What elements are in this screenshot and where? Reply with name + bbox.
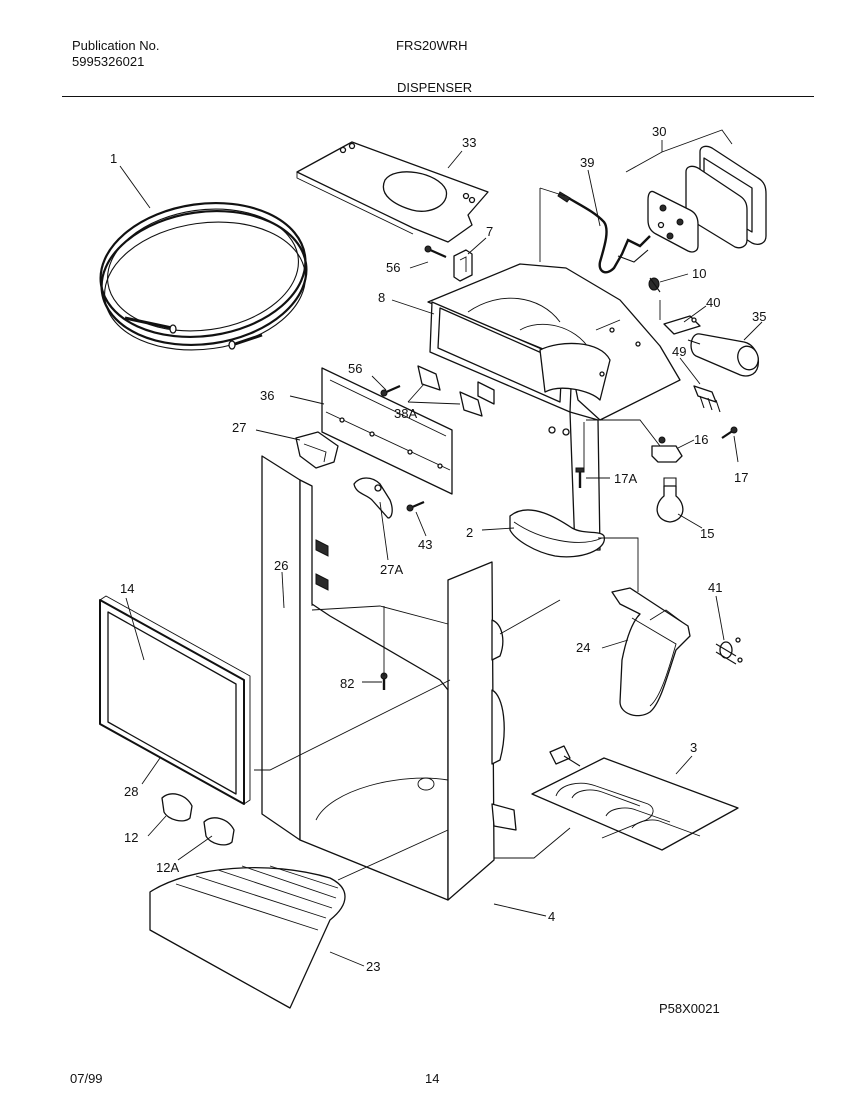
part-lever-27a xyxy=(353,477,393,519)
callout-41: 41 xyxy=(708,580,722,595)
callout-43: 43 xyxy=(418,537,432,552)
callout-12a: 12A xyxy=(156,860,179,875)
part-spring-41 xyxy=(715,637,743,665)
callout-36: 36 xyxy=(260,388,274,403)
callout-3: 3 xyxy=(690,740,697,755)
explosion-lines xyxy=(254,187,661,881)
callout-56-upper: 56 xyxy=(386,260,400,275)
part-solenoid xyxy=(687,333,760,377)
model-number: FRS20WRH xyxy=(396,38,468,53)
callout-1: 1 xyxy=(110,151,117,166)
callout-labels: 1 33 39 30 7 56 10 8 40 35 49 56 36 38A … xyxy=(110,124,766,974)
callout-39: 39 xyxy=(580,155,594,170)
part-bulb xyxy=(656,477,684,523)
callout-24: 24 xyxy=(576,640,590,655)
callout-35: 35 xyxy=(752,309,766,324)
part-collar-ring xyxy=(509,509,605,558)
part-screw-10 xyxy=(648,277,661,293)
callout-23: 23 xyxy=(366,959,380,974)
part-connector-49 xyxy=(693,385,721,413)
footer-date: 07/99 xyxy=(70,1071,103,1086)
part-cover-plate xyxy=(296,141,489,243)
callout-16: 16 xyxy=(694,432,708,447)
callout-56-lower: 56 xyxy=(348,361,362,376)
callout-17: 17 xyxy=(734,470,748,485)
callout-30: 30 xyxy=(652,124,666,139)
publication-label: Publication No. xyxy=(72,38,160,53)
part-clip-12a xyxy=(203,817,235,846)
callout-14: 14 xyxy=(120,581,134,596)
callout-28: 28 xyxy=(124,784,138,799)
part-bracket-7 xyxy=(453,249,473,282)
part-screw-17 xyxy=(721,426,738,439)
callout-82: 82 xyxy=(340,676,354,691)
part-door-frame xyxy=(99,595,251,805)
callout-8: 8 xyxy=(378,290,385,305)
callout-2: 2 xyxy=(466,525,473,540)
callout-15: 15 xyxy=(700,526,714,541)
part-tubing-coil xyxy=(99,201,308,351)
part-drip-tray xyxy=(149,865,346,1009)
callout-17a: 17A xyxy=(614,471,637,486)
part-actuator-assembly xyxy=(647,145,767,253)
callout-40: 40 xyxy=(706,295,720,310)
callout-12: 12 xyxy=(124,830,138,845)
part-clip-12 xyxy=(161,793,193,822)
header-rule xyxy=(62,96,814,97)
callout-7: 7 xyxy=(486,224,493,239)
part-heater xyxy=(531,745,739,851)
publication-number: 5995326021 xyxy=(72,54,145,69)
part-screw-17a xyxy=(575,467,585,488)
part-lamp-socket xyxy=(651,436,683,463)
callout-10: 10 xyxy=(692,266,706,281)
leader-lines xyxy=(119,129,763,967)
part-switch-40 xyxy=(663,315,701,335)
callout-33: 33 xyxy=(462,135,476,150)
callout-27a: 27A xyxy=(380,562,403,577)
part-dispenser-housing xyxy=(261,455,517,901)
part-clip-27 xyxy=(295,431,339,469)
callout-49: 49 xyxy=(672,344,686,359)
part-chute-housing xyxy=(427,263,681,551)
callout-26: 26 xyxy=(274,558,288,573)
part-chute-arm xyxy=(611,587,691,717)
section-title: DISPENSER xyxy=(397,80,473,95)
part-wire-harness xyxy=(557,191,651,274)
page-number: 14 xyxy=(425,1071,440,1086)
figure-code: P58X0021 xyxy=(659,1001,720,1016)
part-screw-43 xyxy=(406,500,425,512)
callout-27: 27 xyxy=(232,420,246,435)
part-screw-56-upper xyxy=(424,245,447,259)
callout-4: 4 xyxy=(548,909,555,924)
part-screw-56-lower xyxy=(380,384,401,397)
part-mounting-plate xyxy=(321,367,453,495)
callout-38a: 38A xyxy=(394,406,417,421)
